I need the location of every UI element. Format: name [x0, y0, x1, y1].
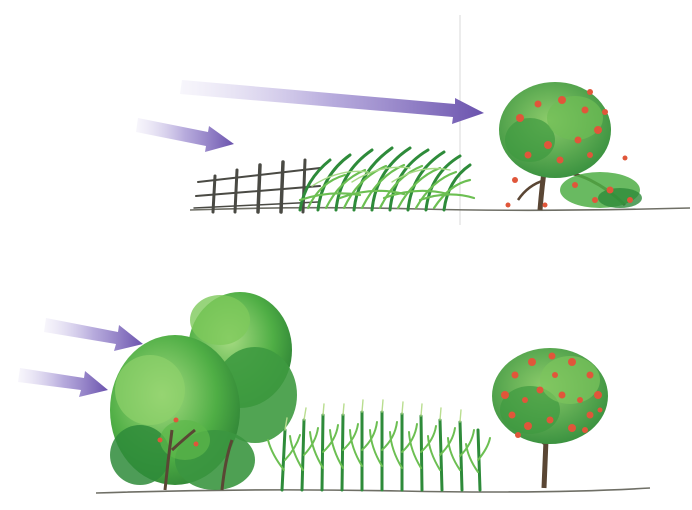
wind-arrow — [18, 368, 108, 397]
ground-line — [96, 488, 650, 493]
ground-line — [190, 208, 690, 211]
fruit-tree — [492, 348, 608, 488]
top-panel — [136, 15, 690, 225]
wind-arrow — [136, 118, 234, 152]
windbreak-trees — [110, 292, 297, 490]
fruit-tree — [499, 82, 642, 210]
wind-arrow — [180, 80, 484, 124]
crop-rows — [268, 400, 490, 490]
bottom-panel — [18, 292, 650, 493]
crop-rows — [300, 148, 474, 210]
wind-arrow — [44, 318, 143, 351]
